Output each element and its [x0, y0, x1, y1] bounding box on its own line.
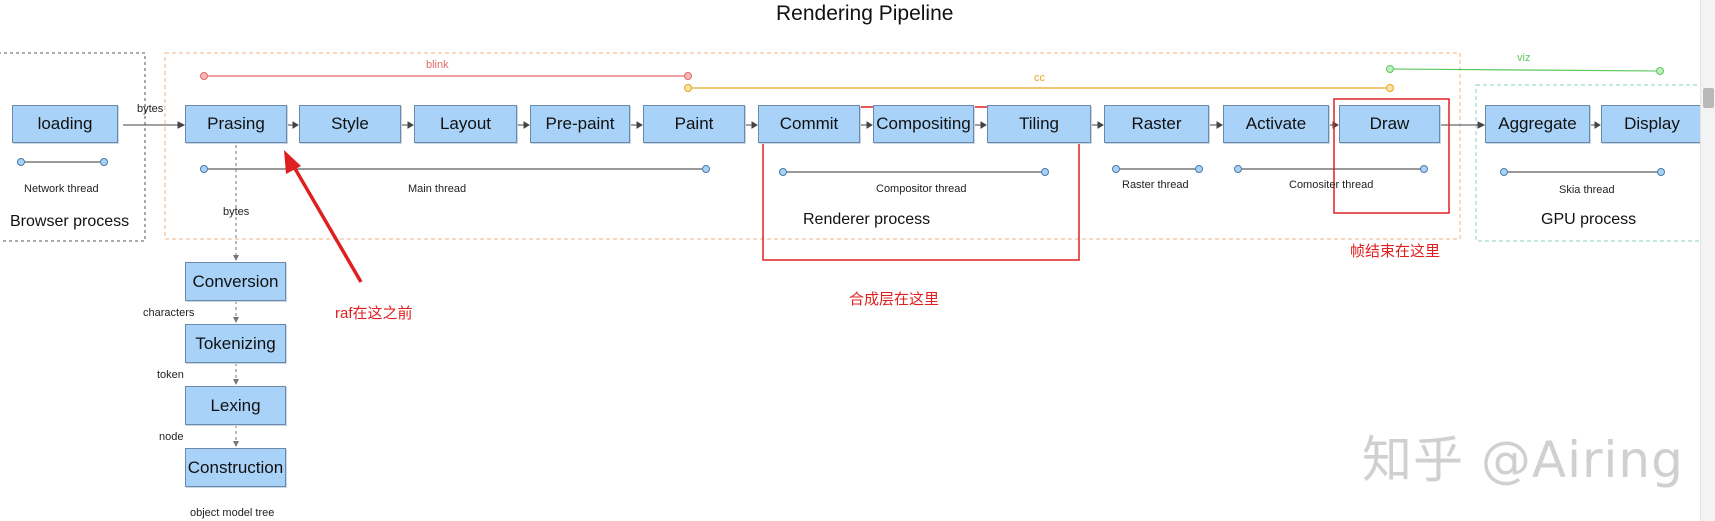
annotation-compositing-layer: 合成层在这里	[849, 291, 940, 308]
annotation-frame-end: 帧结束在这里	[1350, 243, 1441, 260]
parse-step-construction: Construction	[185, 448, 286, 487]
viz-label: viz	[1517, 52, 1531, 64]
gpu-process-label: GPU process	[1541, 211, 1637, 228]
parse-step-conversion: Conversion	[185, 262, 286, 301]
stage-layout: Layout	[414, 105, 517, 143]
stage-compositing: Compositing	[873, 105, 974, 143]
renderer-process-label: Renderer process	[803, 211, 931, 228]
stage-paint: Paint	[643, 105, 745, 143]
stage-aggregate: Aggregate	[1485, 105, 1590, 143]
vertical-scrollbar[interactable]	[1700, 0, 1715, 521]
stage-pre-paint: Pre-paint	[530, 105, 630, 143]
scrollbar-thumb[interactable]	[1703, 88, 1714, 108]
stage-loading: loading	[12, 105, 118, 143]
parse-step-lexing: Lexing	[185, 386, 286, 425]
stage-activate: Activate	[1223, 105, 1329, 143]
diagram-title: Rendering Pipeline	[776, 2, 954, 25]
edge-label-characters: characters	[143, 307, 195, 319]
compositor-thread-label: Compositor thread	[876, 183, 967, 195]
edge-label-node: node	[159, 431, 184, 443]
cc-label: cc	[1034, 72, 1045, 84]
raster-thread-label: Raster thread	[1122, 179, 1189, 191]
zhihu-watermark: 知乎 @Airing	[1362, 431, 1684, 489]
annotation-raf: raf在这之前	[335, 305, 413, 322]
edge-label-object-model-tree: object model tree	[190, 507, 275, 519]
blink-label: blink	[426, 59, 449, 71]
main-thread-label: Main thread	[408, 183, 467, 195]
stage-tiling: Tiling	[987, 105, 1091, 143]
parse-step-tokenizing: Tokenizing	[185, 324, 286, 363]
edge-label-token: token	[157, 369, 184, 381]
stage-draw: Draw	[1339, 105, 1440, 143]
stage-raster: Raster	[1104, 105, 1209, 143]
stage-style: Style	[299, 105, 401, 143]
skia-thread-label: Skia thread	[1559, 184, 1615, 196]
stage-display: Display	[1601, 105, 1703, 143]
browser-process-label: Browser process	[10, 213, 130, 230]
network-thread-label: Network thread	[24, 183, 99, 195]
stage-prasing: Prasing	[185, 105, 287, 143]
edge-label-bytes-top: bytes	[137, 103, 164, 115]
comositer-thread-label: Comositer thread	[1289, 179, 1374, 191]
stage-commit: Commit	[758, 105, 860, 143]
edge-label-bytes-down: bytes	[223, 206, 250, 218]
